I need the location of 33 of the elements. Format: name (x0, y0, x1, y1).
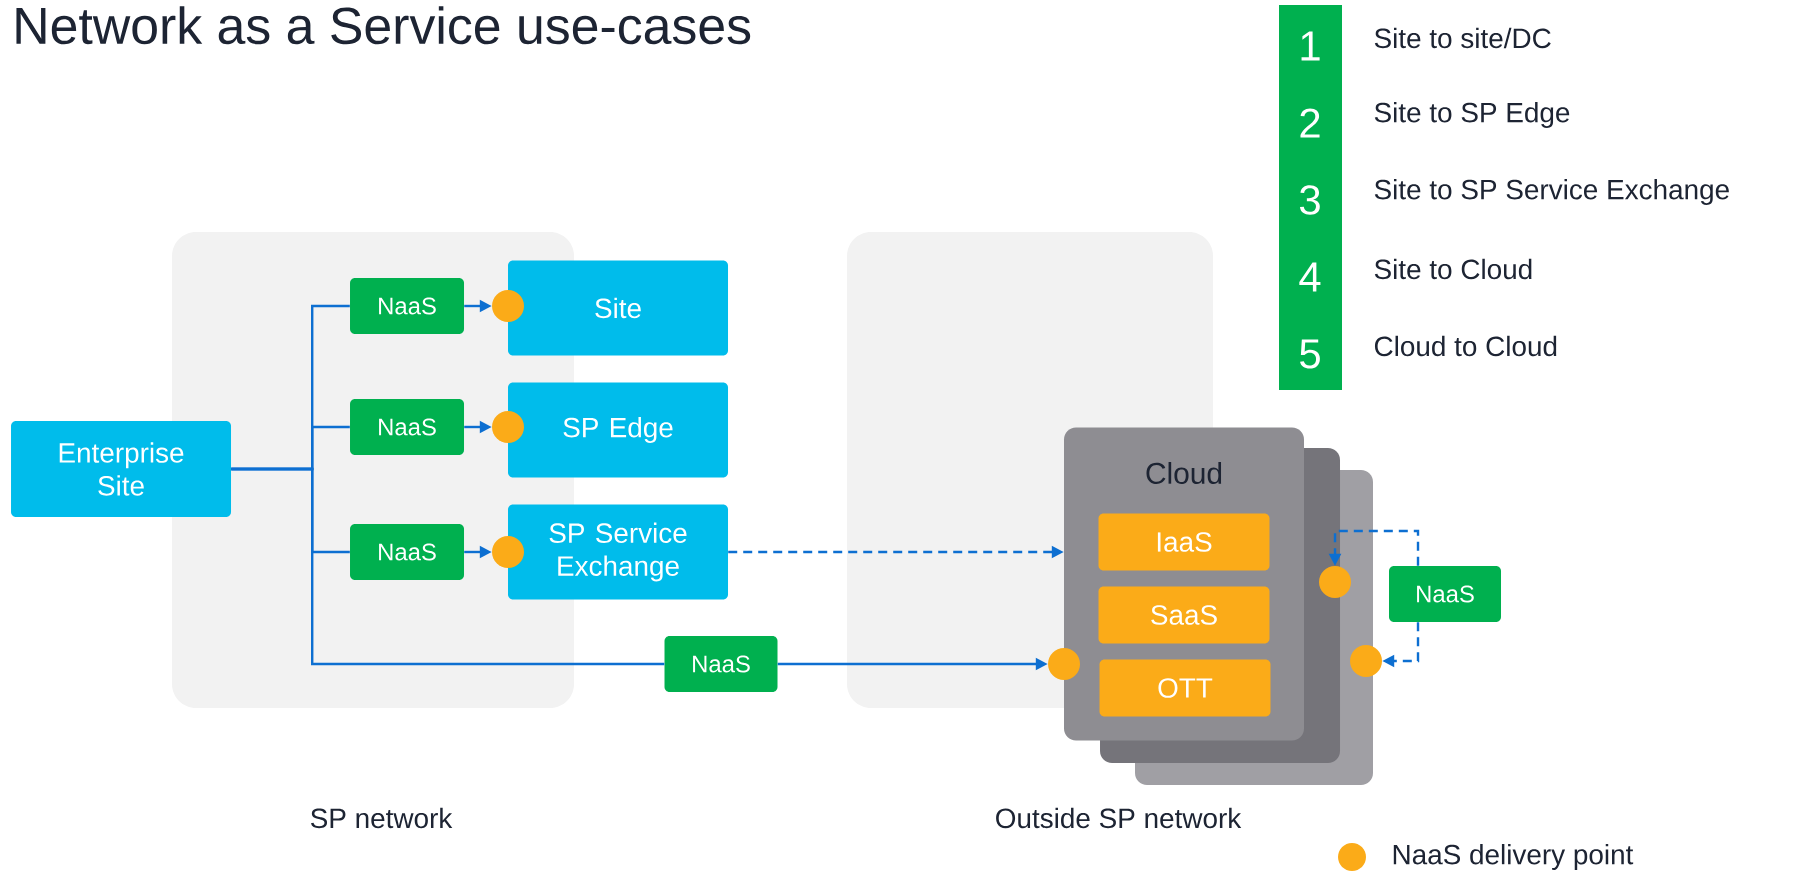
delivery-dot (1319, 566, 1351, 598)
naas-box: NaaS (350, 399, 464, 455)
connector-line (231, 467, 665, 666)
title: Network as a Service use-cases (16, 6, 751, 45)
site-box: SP Service Exchange (508, 504, 728, 600)
site-box: Enterprise Site (11, 421, 231, 517)
naas-box: NaaS (350, 278, 464, 334)
step-label: Cloud to Cloud (1374, 335, 1557, 357)
step-number: 5 (1300, 339, 1320, 369)
naas-box: NaaS (350, 524, 464, 580)
site-box: Site (508, 260, 728, 356)
step-label: Site to site/DC (1374, 27, 1551, 49)
step-number: 3 (1299, 185, 1320, 215)
legend-label: NaaS delivery point (1393, 844, 1634, 870)
delivery-dot (492, 536, 524, 568)
delivery-dot (492, 411, 524, 443)
delivery-dot (1350, 645, 1382, 677)
zone-label: SP network (310, 807, 453, 829)
step-label: Site to SP Service Exchange (1374, 179, 1729, 205)
service-box: SaaS (1098, 586, 1270, 644)
step-label: Site to SP Edge (1374, 102, 1570, 128)
delivery-dot (492, 290, 524, 322)
service-box: OTT (1099, 659, 1271, 717)
site-box: SP Edge (508, 382, 728, 478)
delivery-dot (1048, 648, 1080, 680)
zone-label: Outside SP network (996, 807, 1242, 829)
naas-box: NaaS (1389, 566, 1501, 622)
naas-box: NaaS (664, 636, 778, 692)
service-box: IaaS (1098, 513, 1270, 571)
step-number: 4 (1299, 262, 1321, 292)
step-label: Site to Cloud (1374, 258, 1532, 280)
step-number: 2 (1300, 108, 1320, 138)
step-number: 1 (1301, 31, 1320, 61)
